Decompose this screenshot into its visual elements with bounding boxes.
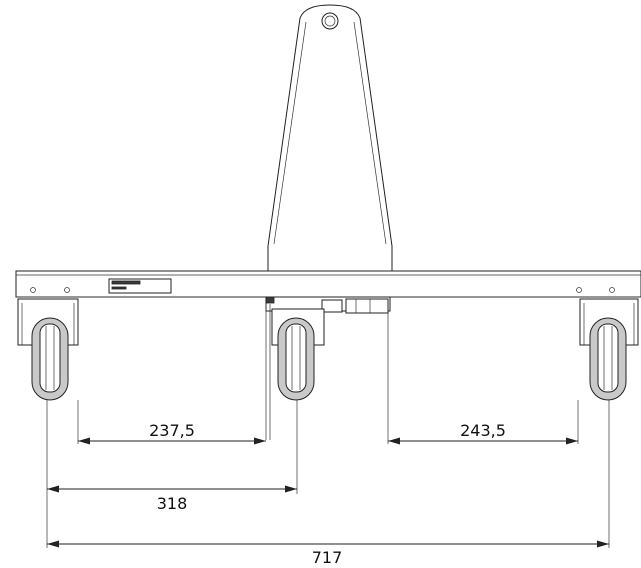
- base-frame: [15, 270, 641, 298]
- extension-lines: [46, 313, 610, 548]
- mast-eyelet: [321, 12, 339, 30]
- dimension-wheel-to-center-label: 318: [157, 494, 188, 513]
- dimension-overall-width: 717: [47, 540, 609, 567]
- center-caster-wheel: [271, 308, 325, 401]
- dimension-right-gap-label: 243,5: [460, 421, 506, 440]
- dimension-left-gap: 237,5: [78, 421, 266, 445]
- right-caster-wheel: [579, 298, 639, 401]
- dimension-right-gap: 243,5: [388, 421, 578, 445]
- dimension-wheel-to-center: 318: [47, 485, 297, 513]
- dimension-left-gap-label: 237,5: [149, 421, 195, 440]
- center-bracket: [265, 296, 391, 440]
- dimension-overall-width-label: 717: [312, 548, 343, 567]
- mast: [267, 4, 393, 275]
- left-caster-wheel: [17, 298, 79, 401]
